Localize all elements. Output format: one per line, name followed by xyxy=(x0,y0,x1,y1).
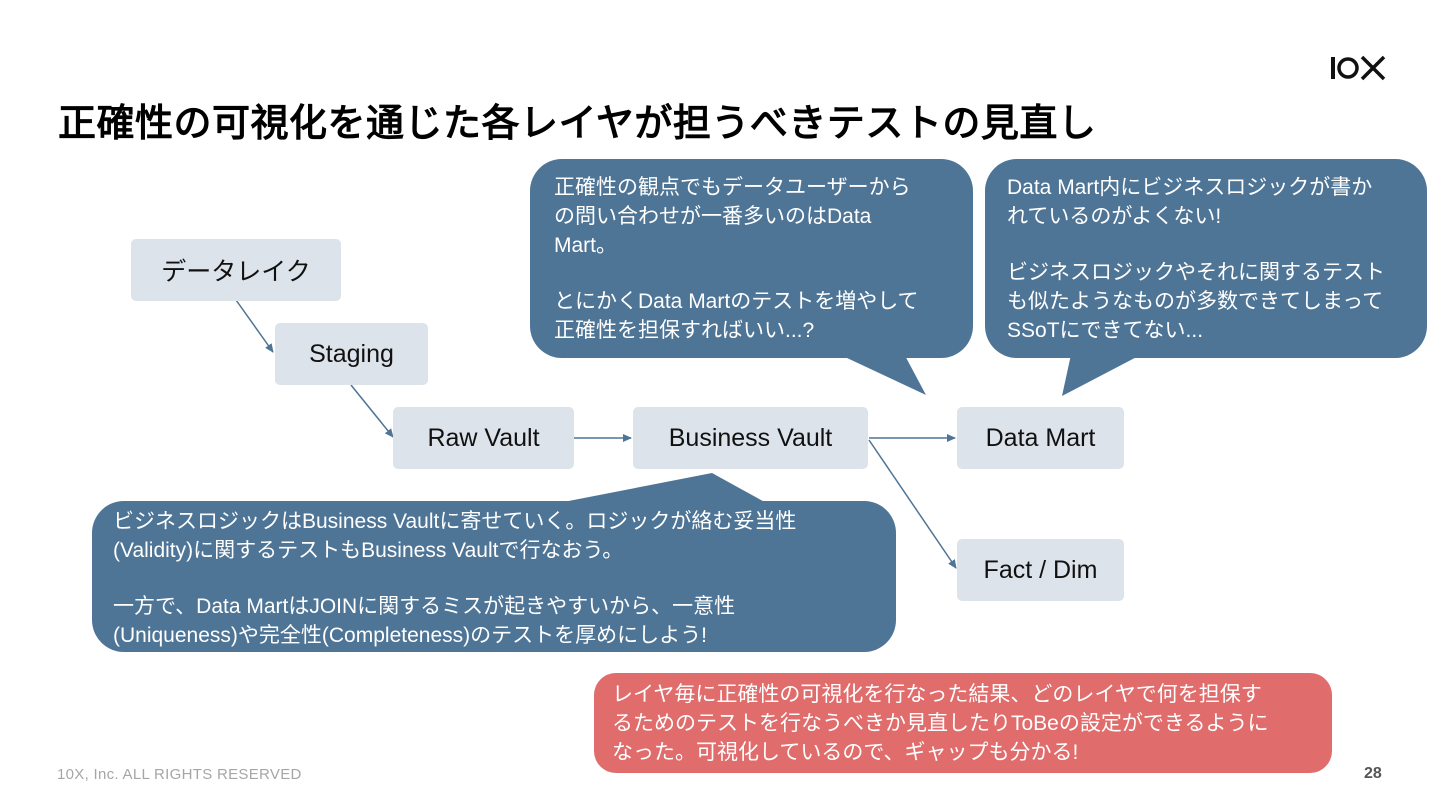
callout-business-vault-plan: ビジネスロジックはBusiness Vaultに寄せていく。ロジックが絡む妥当性… xyxy=(92,501,896,652)
node-fact-dim: Fact / Dim xyxy=(957,539,1124,601)
callout-data-mart-concern: 正確性の観点でもデータユーザーから の問い合わせが一番多いのはData Mart… xyxy=(530,159,973,358)
node-staging: Staging xyxy=(275,323,428,385)
company-logo xyxy=(1331,55,1386,81)
node-business-vault: Business Vault xyxy=(633,407,868,469)
tail-data-mart-concern xyxy=(830,350,926,395)
callout-conclusion: レイヤ毎に正確性の可視化を行なった結果、どのレイヤで何を担保す るためのテストを… xyxy=(594,673,1332,773)
tail-data-mart-logic xyxy=(1062,350,1150,396)
node-data-lake: データレイク xyxy=(131,239,341,301)
tail-business-vault-plan xyxy=(548,473,770,505)
arrow-businessvault-to-factdim xyxy=(868,439,957,569)
copyright-notice: 10X, Inc. ALL RIGHTS RESERVED xyxy=(57,766,302,783)
page-number: 28 xyxy=(1364,765,1382,782)
node-raw-vault: Raw Vault xyxy=(393,407,574,469)
callout-data-mart-logic: Data Mart内にビジネスロジックが書か れているのがよくない! ビジネスロ… xyxy=(985,159,1427,358)
arrow-datalake-to-staging xyxy=(235,299,274,353)
slide-title: 正確性の可視化を通じた各レイヤが担うべきテストの見直し xyxy=(58,101,1097,145)
node-data-mart: Data Mart xyxy=(957,407,1124,469)
arrow-staging-to-rawvault xyxy=(350,384,394,438)
